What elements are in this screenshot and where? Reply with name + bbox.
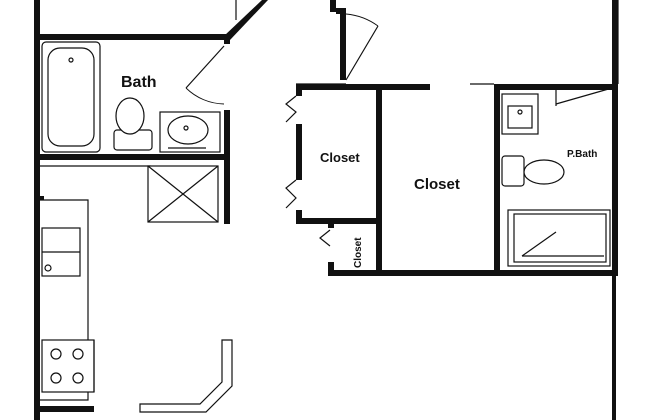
room-labels: Bath Closet Closet Closet P.Bath bbox=[121, 74, 597, 268]
pbath-shower-pan bbox=[513, 213, 607, 263]
burner bbox=[50, 372, 62, 384]
bath-bottom-wall bbox=[34, 154, 230, 160]
bath-door bbox=[185, 45, 225, 89]
burner bbox=[72, 372, 84, 384]
room-label-closet-main: Closet bbox=[414, 176, 460, 193]
bath-top-wall bbox=[34, 34, 224, 40]
wall-stub-top-left bbox=[34, 0, 40, 20]
room-label-pbath: P.Bath bbox=[567, 149, 597, 160]
exterior-wall-right-lower bbox=[612, 276, 616, 420]
burner bbox=[72, 348, 84, 360]
pbath-toilet-tank bbox=[501, 155, 525, 187]
pbath-vanity-sink bbox=[507, 105, 533, 129]
kitchen-counter-return bbox=[40, 165, 151, 200]
counter-lines bbox=[40, 0, 619, 413]
pbath-faucet bbox=[517, 109, 523, 115]
kitchen-counter bbox=[40, 199, 89, 401]
hall-wall-stub bbox=[330, 0, 336, 12]
bath-fixtures bbox=[41, 41, 221, 223]
pbath-top-wall bbox=[494, 84, 614, 90]
small-closet-left-wall-low bbox=[328, 262, 334, 276]
closet-bottom-wall bbox=[296, 218, 382, 224]
closet-row-bottom-wall bbox=[328, 270, 618, 276]
closet-top-wall bbox=[296, 84, 430, 90]
kitchen-faucet bbox=[44, 264, 52, 272]
hall-door bbox=[345, 25, 379, 81]
closet-left-wall bbox=[296, 84, 302, 96]
kitchen-bottom-wall bbox=[34, 406, 94, 412]
room-label-closet-upper: Closet bbox=[320, 150, 360, 165]
walls bbox=[34, 0, 618, 420]
exterior-wall-right bbox=[612, 0, 618, 276]
small-closet-door bbox=[319, 229, 331, 247]
doors bbox=[185, 0, 613, 247]
closet-left-wall-low bbox=[296, 210, 302, 222]
burner bbox=[50, 348, 62, 360]
vanity-sink bbox=[167, 115, 209, 145]
toilet-bowl bbox=[115, 97, 145, 135]
bathtub-basin bbox=[47, 47, 95, 147]
pbath-door bbox=[555, 87, 613, 105]
pbath-left-wall bbox=[494, 84, 500, 276]
closet-bifold-door-lower bbox=[285, 179, 297, 209]
kitchen-partition-wall bbox=[40, 196, 44, 200]
bath-right-wall-lower bbox=[224, 110, 230, 224]
small-closet-left-wall bbox=[328, 218, 334, 228]
pbath-fixtures bbox=[501, 93, 611, 267]
closet-bifold-door-upper bbox=[285, 95, 297, 123]
shower-diag-b bbox=[147, 165, 219, 223]
hall-wall-left bbox=[340, 10, 346, 80]
room-label-closet-small: Closet bbox=[353, 237, 364, 268]
angled-wall bbox=[224, 0, 268, 40]
closet-left-wall-mid bbox=[296, 124, 302, 180]
hall-door-swing bbox=[345, 13, 379, 27]
pbath-shower-diag bbox=[521, 231, 557, 257]
room-label-bath: Bath bbox=[121, 74, 157, 91]
bathtub-drain bbox=[68, 57, 74, 63]
bar-counter bbox=[139, 339, 233, 413]
range-cooktop bbox=[41, 339, 95, 393]
bath-right-wall bbox=[224, 34, 230, 44]
exterior-wall-left bbox=[34, 0, 40, 420]
closet-divider-wall bbox=[376, 90, 382, 276]
bath-door-swing bbox=[185, 87, 225, 105]
pbath-toilet-bowl bbox=[523, 159, 565, 185]
kitchen-fixtures bbox=[41, 227, 95, 393]
vanity-faucet bbox=[183, 125, 189, 131]
